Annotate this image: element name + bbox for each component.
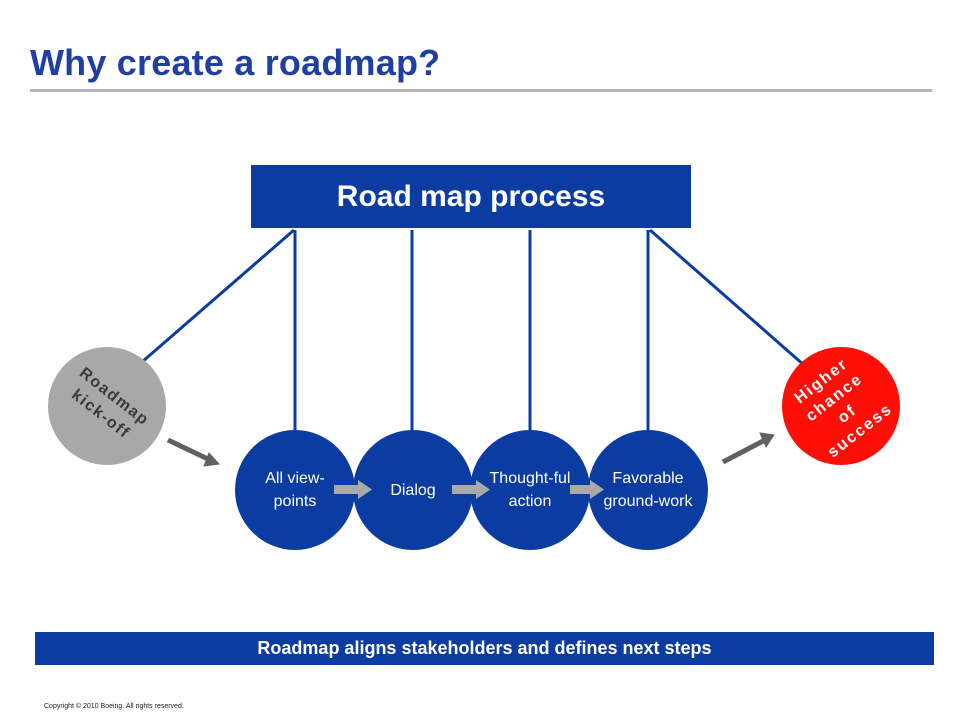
copyright-notice: Copyright © 2010 Boeing. All rights rese…: [44, 703, 184, 710]
title-divider: [30, 89, 932, 92]
step-circle-thoughtful-action: Thought-ful action: [470, 430, 590, 550]
arrow-kickoff-to-steps: [166, 437, 212, 463]
step-circle-viewpoints: All view-points: [235, 430, 355, 550]
step-label: All view-points: [265, 470, 325, 510]
slide-title: Why create a roadmap?: [30, 42, 441, 83]
arrow-steps-to-success: [721, 437, 767, 465]
kickoff-circle: Roadmap kick-off: [48, 347, 166, 465]
kickoff-label: Roadmap kick-off: [68, 364, 153, 443]
step-circle-groundwork: Favorable ground-work: [588, 430, 708, 550]
connector-success: [649, 228, 806, 368]
success-label: Higher chance of success: [791, 355, 897, 462]
arrow-success-head: [759, 432, 775, 449]
step-label: Thought-ful action: [489, 470, 571, 510]
arrow-kickoff-head: [203, 452, 221, 467]
step-label: Dialog: [390, 481, 436, 499]
step-circle-dialog: Dialog: [353, 430, 473, 550]
process-header-box: Road map process: [251, 165, 691, 228]
success-circle: Higher chance of success: [782, 347, 900, 465]
step-label: Favorable ground-work: [603, 470, 693, 510]
summary-banner: Roadmap aligns stakeholders and defines …: [35, 632, 934, 665]
connector-kickoff: [141, 228, 295, 364]
